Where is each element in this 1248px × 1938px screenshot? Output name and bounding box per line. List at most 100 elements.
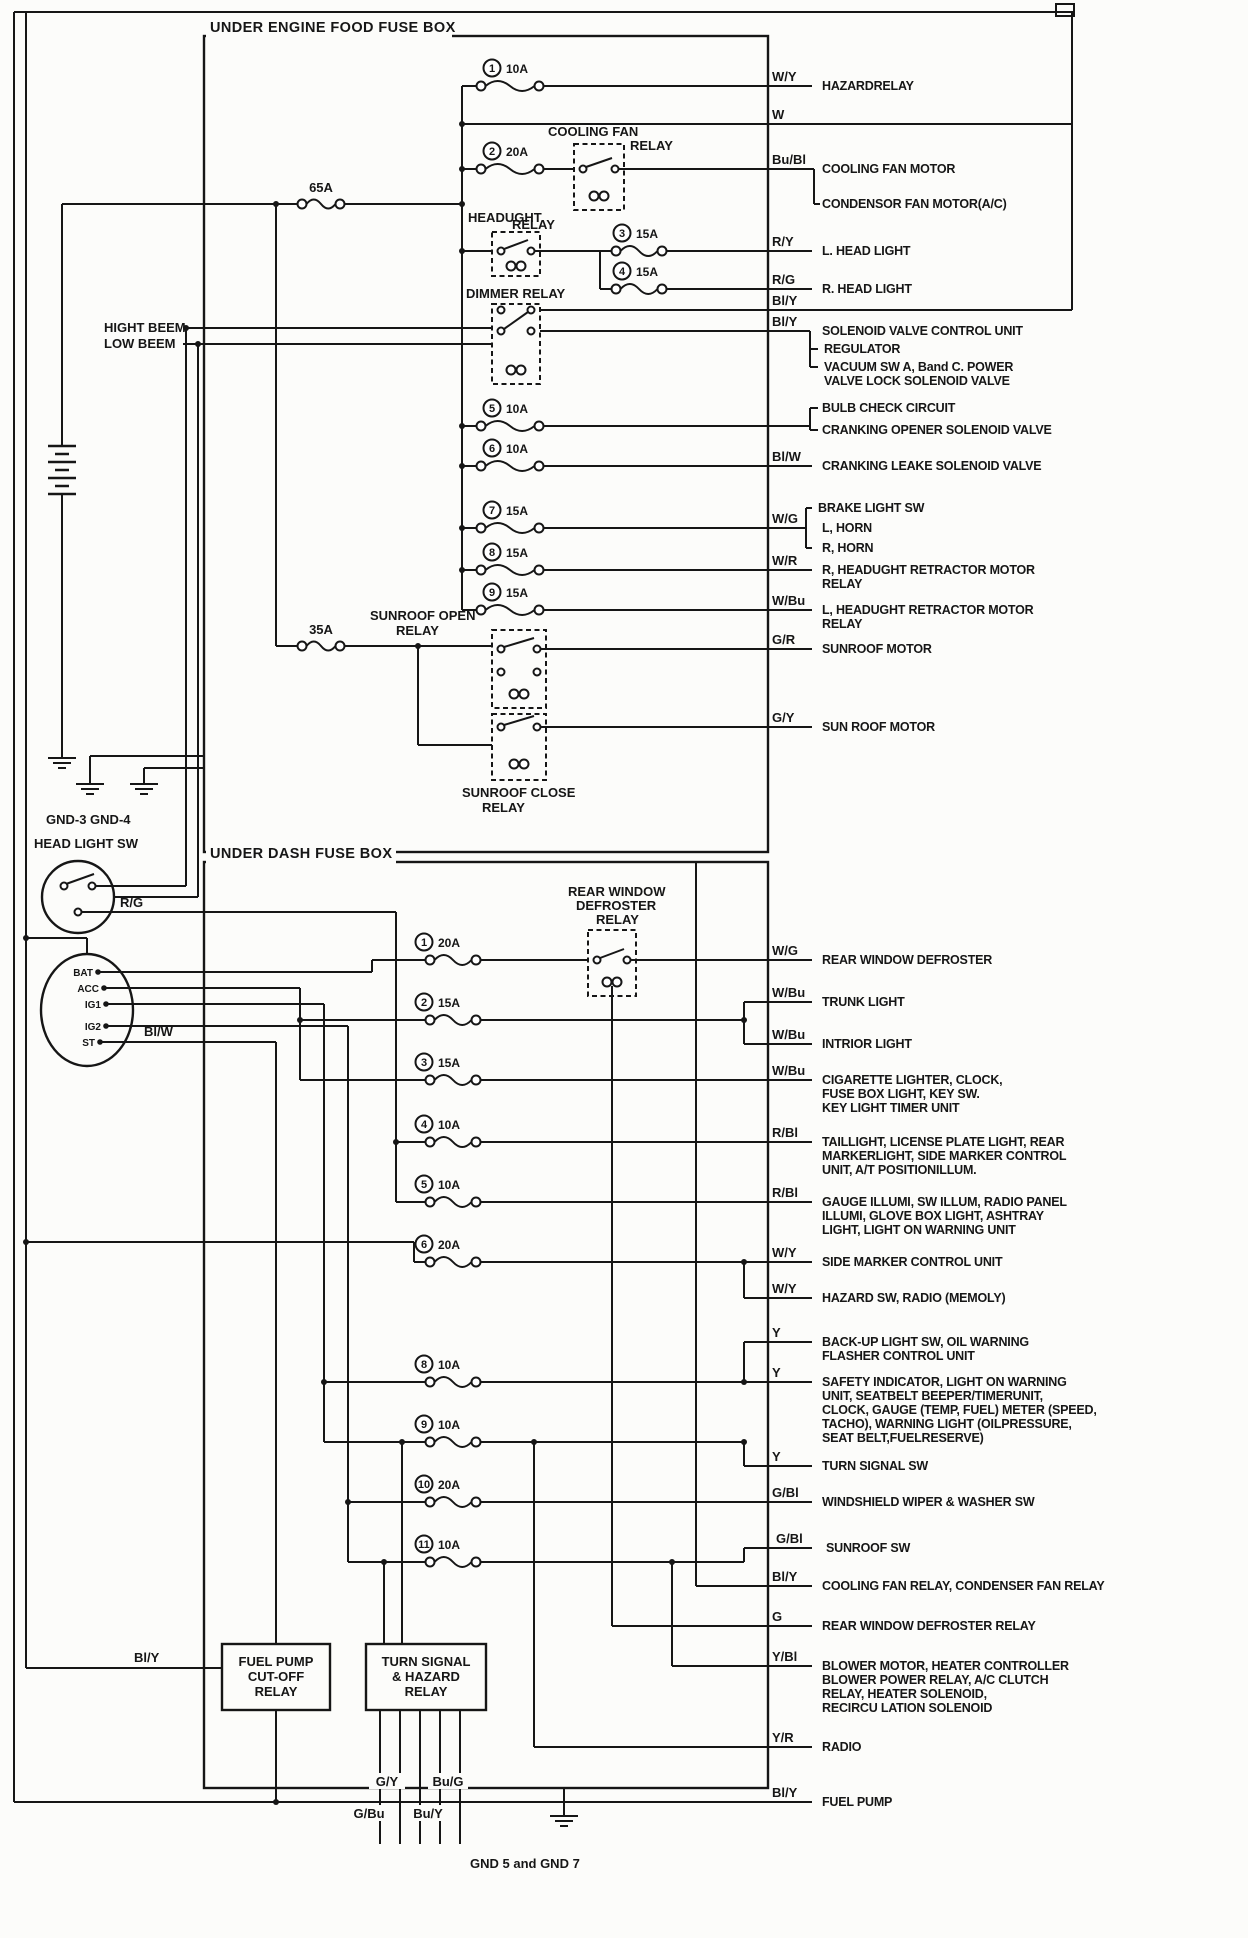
fuse-number: 6 [421, 1239, 427, 1251]
fuse-number: 11 [418, 1539, 430, 1551]
circuit-name-label: TACHO), WARNING LIGHT (OILPRESSURE, [822, 1417, 1072, 1431]
terminal-label: BAT [73, 968, 93, 979]
fuse-icon [424, 1436, 482, 1448]
fuse-icon [424, 1136, 482, 1148]
relay-label: DEFROSTER [576, 898, 657, 913]
wire-code-label: Bl/Y [772, 293, 798, 308]
circuit-name-label: SUN ROOF MOTOR [822, 720, 935, 734]
sunroof-fuse-label: 35A [309, 622, 333, 637]
relay-label: COOLING FAN [548, 124, 638, 139]
fuse-icon [424, 1074, 482, 1086]
wire-code-label: G/Y [772, 710, 795, 725]
circuit-name-label: HAZARD SW, RADIO (MEMOLY) [822, 1291, 1005, 1305]
relay-label: SUNROOF OPEN [370, 608, 475, 623]
relay-label: & HAZARD [392, 1669, 460, 1684]
circuit-name-label: SIDE MARKER CONTROL UNIT [822, 1255, 1003, 1269]
circuit-name-label: LIGHT, LIGHT ON WARNING UNIT [822, 1223, 1016, 1237]
rear-defroster-relay: REAR WINDOW DEFROSTER RELAY [568, 884, 666, 997]
relay-label: SUNROOF CLOSE [462, 785, 576, 800]
relay-label: RELAY [255, 1684, 298, 1699]
engine-fuse-box-outline [202, 34, 770, 854]
wire-code-label: Y/R [772, 1730, 794, 1745]
relay-label: RELAY [482, 800, 525, 815]
wire-code-label: Bu/Y [413, 1806, 443, 1821]
fuse-icon [424, 1556, 482, 1568]
low-beam-label: LOW BEEM [104, 336, 176, 351]
fuse-amp-label: 15A [438, 1056, 460, 1070]
circuit-name-label: FUEL PUMP [822, 1795, 892, 1809]
fuse-amp-label: 15A [636, 265, 658, 279]
circuit-name-label: R, HORN [822, 541, 874, 555]
fuse-amp-label: 15A [438, 996, 460, 1010]
cooling-fan-relay: COOLING FAN RELAY [548, 124, 673, 211]
relay-label: CUT-OFF [248, 1669, 304, 1684]
circuit-name-label: BLOWER MOTOR, HEATER CONTROLLER [822, 1659, 1069, 1673]
circuit-name-label: FLASHER CONTROL UNIT [822, 1349, 975, 1363]
fuse-icon [475, 604, 545, 616]
wire-code-label: Bl/Y [772, 1569, 798, 1584]
circuit-name-label: TRUNK LIGHT [822, 995, 905, 1009]
headlight-switch-label: HEAD LIGHT SW [34, 836, 139, 851]
circuit-name-label: CRANKING LEAKE SOLENOID VALVE [822, 459, 1041, 473]
fuse-number: 4 [619, 266, 626, 278]
circuit-name-label: KEY LIGHT TIMER UNIT [822, 1101, 960, 1115]
fuse-number: 5 [489, 403, 495, 415]
battery-icon [48, 444, 76, 496]
ground-icon [129, 783, 159, 795]
main-fuse-label: 65A [309, 180, 333, 195]
terminal-label: ACC [77, 984, 99, 995]
circuit-name-label: CIGARETTE LIGHTER, CLOCK, [822, 1073, 1002, 1087]
circuit-name-label: FUSE BOX LIGHT, KEY SW. [822, 1087, 980, 1101]
terminal-label: IG2 [85, 1022, 102, 1033]
fuse-number: 6 [489, 443, 495, 455]
fuse-number: 3 [619, 228, 625, 240]
fuse-amp-label: 10A [438, 1418, 460, 1432]
circuit-name-label: SOLENOID VALVE CONTROL UNIT [822, 324, 1023, 338]
fuse-amp-label: 10A [506, 62, 528, 76]
high-beam-label: HIGHT BEEM [104, 320, 186, 335]
relay-label: RELAY [630, 138, 673, 153]
fuse-amp-label: 10A [438, 1118, 460, 1132]
dimmer-relay: DIMMER RELAY [466, 286, 566, 385]
wire-code-label: W/Y [772, 1281, 797, 1296]
terminal-label: ST [82, 1038, 95, 1049]
borders [13, 3, 1075, 1803]
relay-label: RELAY [596, 912, 639, 927]
circuit-name-label: BRAKE LIGHT SW [818, 501, 925, 515]
engine-wiring [61, 85, 1072, 913]
relay-label: RELAY [396, 623, 439, 638]
relay-label: RELAY [512, 217, 555, 232]
circuit-name-label: TAILLIGHT, LICENSE PLATE LIGHT, REAR [822, 1135, 1065, 1149]
circuit-name-label: WINDSHIELD WIPER & WASHER SW [822, 1495, 1035, 1509]
relay-label: TURN SIGNAL [382, 1654, 471, 1669]
circuit-name-label: UNIT, SEATBELT BEEPER/TIMERUNIT, [822, 1389, 1043, 1403]
fuse-amp-label: 10A [506, 402, 528, 416]
fuse-number: 4 [421, 1119, 428, 1131]
wire-code-label: W/Y [772, 1245, 797, 1260]
circuit-name-label: RADIO [822, 1740, 862, 1754]
fuse-amp-label: 15A [506, 546, 528, 560]
turn-signal-hazard-relay: TURN SIGNAL & HAZARD RELAY [364, 1642, 488, 1712]
terminal-label: IG1 [85, 1000, 102, 1011]
circuit-name-label: R, HEADUGHT RETRACTOR MOTOR [822, 563, 1035, 577]
wire-code-label: W/Bu [772, 985, 805, 1000]
circuit-name-label: HAZARDRELAY [822, 79, 915, 93]
fuse-amp-label: 15A [506, 586, 528, 600]
fuse-icon [424, 1496, 482, 1508]
ignition-switch: BAT ACC IG1 IG2 ST [39, 952, 135, 1068]
fuse-number: 9 [421, 1419, 427, 1431]
circuit-name-label: SAFETY INDICATOR, LIGHT ON WARNING [822, 1375, 1067, 1389]
ground-label: GND-3 GND-4 [46, 812, 131, 827]
relay-label: RELAY [405, 1684, 448, 1699]
fuse-icon [610, 283, 668, 295]
wire-code-label: Bl/Y [772, 314, 798, 329]
fuse-number: 9 [489, 587, 495, 599]
circuit-name-label: CLOCK, GAUGE (TEMP, FUEL) METER (SPEED, [822, 1403, 1097, 1417]
circuit-name-label: BACK-UP LIGHT SW, OIL WARNING [822, 1335, 1029, 1349]
circuit-name-label: COOLING FAN MOTOR [822, 162, 955, 176]
fuse-number: 2 [489, 146, 495, 158]
circuit-name-label: GAUGE ILLUMI, SW ILLUM, RADIO PANEL [822, 1195, 1067, 1209]
circuit-name-label: RELAY [822, 617, 863, 631]
